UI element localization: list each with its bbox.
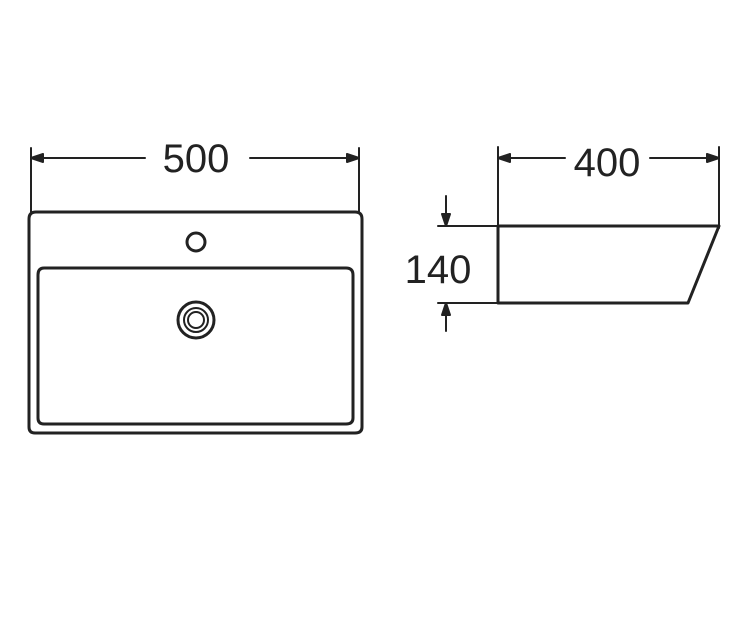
- depth-arrow-right: [706, 153, 720, 163]
- front-view: [27, 147, 364, 435]
- depth-dimension: [497, 146, 720, 229]
- drain-icon: [176, 300, 216, 340]
- height-arrow-bottom: [441, 302, 451, 316]
- height-label: 140: [405, 248, 472, 292]
- height-dimension: [437, 195, 499, 332]
- tap-hole-icon: [185, 231, 207, 253]
- height-arrow-top: [441, 213, 451, 227]
- depth-arrow-left: [497, 153, 511, 163]
- side-view: [437, 146, 721, 332]
- basin-outline: [27, 210, 364, 435]
- width-arrow-right: [346, 153, 360, 163]
- depth-label: 400: [574, 141, 641, 185]
- width-label: 500: [163, 137, 230, 181]
- width-arrow-left: [30, 153, 44, 163]
- width-dimension: [30, 147, 360, 213]
- basin-bowl: [36, 266, 355, 426]
- side-profile: [496, 224, 721, 305]
